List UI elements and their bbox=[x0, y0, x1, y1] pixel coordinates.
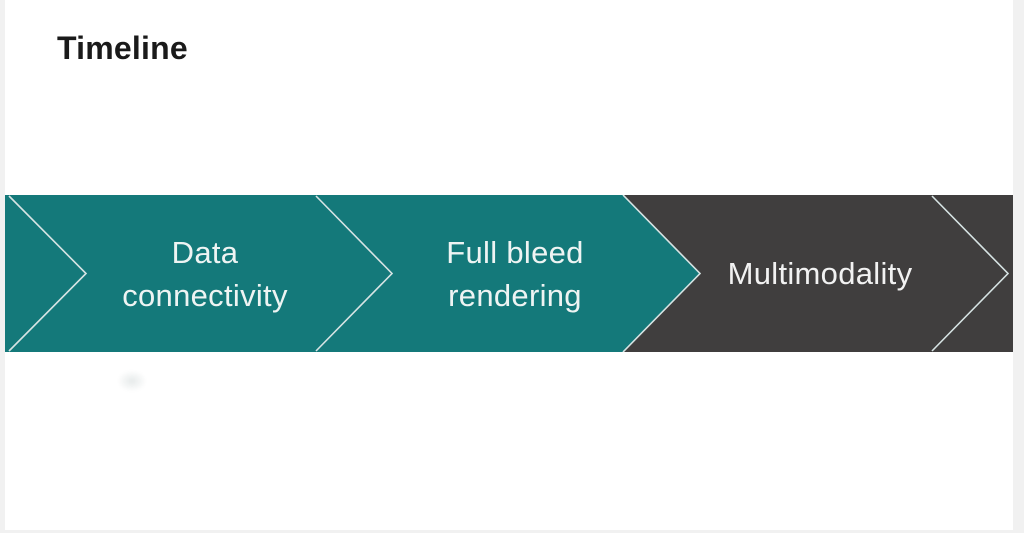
teal-arrow-outline bbox=[622, 195, 702, 352]
slide-title: Timeline bbox=[57, 30, 188, 66]
dark-band-shape bbox=[623, 195, 1013, 352]
teal-band-shape bbox=[5, 195, 700, 352]
slide: Timeline Data connectivity bbox=[5, 0, 1013, 530]
chevron-outline-left bbox=[8, 195, 88, 352]
chevron-outline-middle bbox=[315, 195, 394, 352]
chevron-outline-right bbox=[931, 195, 1010, 352]
chevron-band-graphic bbox=[5, 195, 1013, 352]
smudge-artifact bbox=[117, 370, 147, 392]
timeline-chevron-band: Data connectivity Full bleed rendering M… bbox=[5, 195, 1013, 352]
